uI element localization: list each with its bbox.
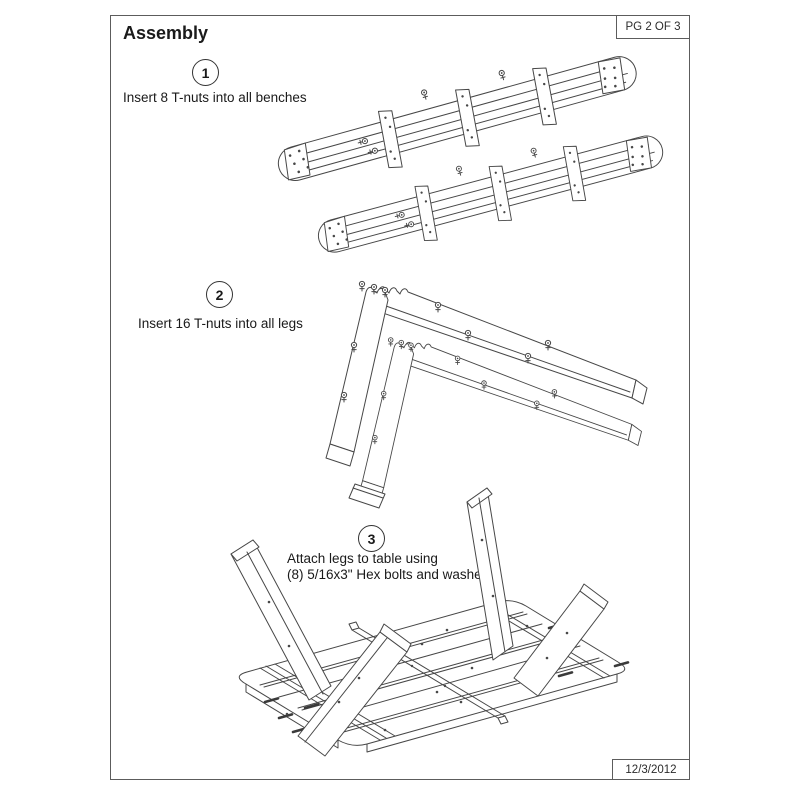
benches-illustration	[269, 50, 674, 270]
detached-leg-tip	[348, 483, 386, 509]
table-leg-right-diagonal	[513, 583, 609, 697]
step-3-instruction-line-1: Attach legs to table using	[287, 551, 438, 566]
step-3-number: 3	[367, 530, 376, 547]
step-3-instruction: Attach legs to table using (8) 5/16x3" H…	[287, 551, 493, 582]
step-3-number-badge: 3	[358, 525, 385, 552]
date-label: 12/3/2012	[625, 763, 677, 776]
page-number-label: PG 2 OF 3	[625, 21, 681, 33]
table-leg-right-upright	[466, 487, 514, 661]
date-box: 12/3/2012	[612, 759, 690, 780]
step-1-instruction-line: Insert 8 T-nuts into all benches	[123, 90, 307, 105]
step-1-instruction: Insert 8 T-nuts into all benches	[123, 90, 307, 106]
assembly-instruction-sheet: Assembly PG 2 OF 3 12/3/2012 1 Insert 8 …	[110, 15, 690, 780]
step-1-number: 1	[201, 64, 210, 81]
table-leg-left-upright	[230, 539, 332, 701]
step-2-instruction: Insert 16 T-nuts into all legs	[138, 316, 303, 332]
page-number-box: PG 2 OF 3	[616, 15, 690, 39]
step-1-number-badge: 1	[192, 59, 219, 86]
step-3-instruction-line-2: (8) 5/16x3" Hex bolts and washers	[287, 566, 493, 582]
leg-pair-front	[359, 338, 641, 500]
step-2-number-badge: 2	[206, 281, 233, 308]
step-2-number: 2	[215, 286, 224, 303]
table-leg-left-diagonal	[297, 623, 412, 757]
page-title: Assembly	[123, 23, 209, 43]
table-assembly-illustration	[230, 483, 630, 757]
step-2-instruction-line: Insert 16 T-nuts into all legs	[138, 316, 303, 331]
